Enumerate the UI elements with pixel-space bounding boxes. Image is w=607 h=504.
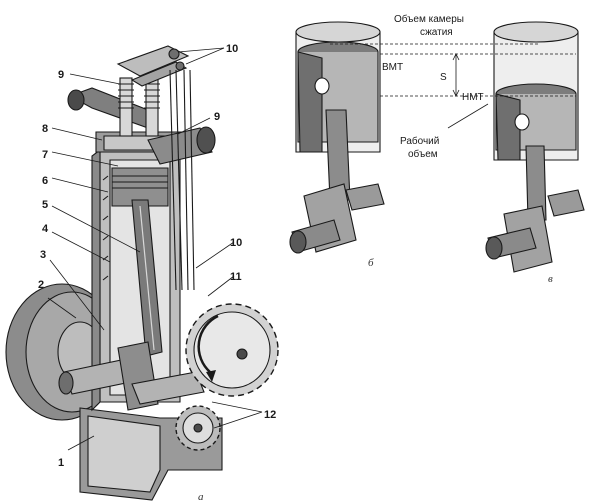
exhaust-pipe (147, 126, 216, 165)
crankshaft (58, 341, 205, 411)
part-label-8: 8 (42, 123, 48, 135)
pushrods (169, 69, 195, 291)
tdc-label: ВМТ (382, 62, 403, 73)
rocker-arms (116, 45, 190, 87)
working-volume-label-line2: объем (408, 148, 438, 160)
connecting-rod (131, 199, 163, 357)
intake-pipe (67, 87, 149, 129)
crankshaft-gear (175, 405, 221, 451)
part-label-11: 11 (230, 271, 242, 283)
engine-cutaway: 1 2 3 4 5 6 7 8 9 9 10 10 11 12 а (5, 43, 279, 503)
part-label-2: 2 (38, 279, 44, 291)
part-label-6: 6 (42, 175, 48, 187)
part-label-3: 3 (40, 249, 46, 261)
bdc-label: НМТ (462, 92, 484, 103)
part-label-12: 12 (264, 409, 276, 421)
figure-label-v: в (548, 273, 553, 285)
piston-at-bdc: в (485, 21, 585, 285)
part-label-5: 5 (42, 199, 48, 211)
part-label-7: 7 (42, 149, 48, 161)
piston (111, 167, 169, 207)
part-label-9-left: 9 (58, 69, 64, 81)
part-label-9-right: 9 (214, 111, 220, 123)
part-label-10-top: 10 (226, 43, 238, 55)
part-label-10-mid: 10 (230, 237, 242, 249)
part-label-4: 4 (42, 223, 49, 235)
working-volume-label-line1: Рабочий (400, 135, 439, 147)
chamber-volume-label-line2: сжатия (420, 27, 453, 38)
figure-label-b: б (368, 257, 374, 269)
stroke-annotations (330, 43, 576, 129)
chamber-volume-label-line1: Объем камеры (394, 13, 464, 25)
stroke-label: S (440, 72, 447, 83)
part-label-1: 1 (58, 457, 64, 469)
figure-label-a: а (198, 491, 204, 503)
piston-at-tdc: б (289, 21, 385, 269)
leader-lines (47, 47, 263, 451)
camshaft-gear (185, 303, 279, 397)
valve-assembly (118, 77, 160, 137)
